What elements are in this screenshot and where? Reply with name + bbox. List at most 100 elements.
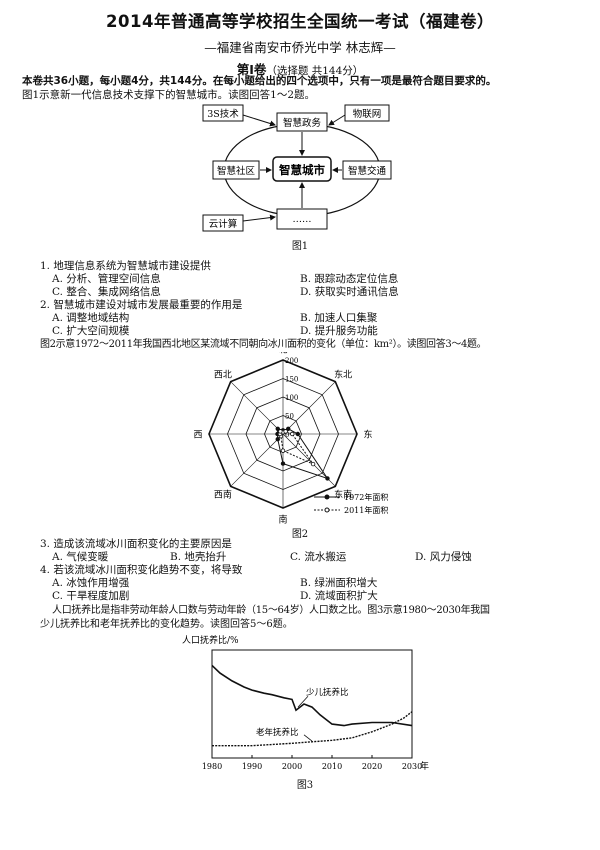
legend-label: 2011年面积 [344,505,388,515]
radar-spoke [230,433,284,487]
radar-point [275,426,280,431]
fig2-radar: 北东北东东南南 西南 西 西北 200 150 100 50 0 1972年面积 2011年面积 [193,352,388,525]
q4-option-c: C. 干旱程度加剧 [52,590,130,602]
fig1-box-traffic [342,160,392,180]
radar-tick-label: 50 [285,413,294,421]
fig1-box-cloud [202,214,244,232]
radar-point [325,476,330,481]
fig1-label-traffic: 智慧交通 [348,165,387,177]
radar-spoke [230,381,284,435]
q3-option-b: B. 地壳抬升 [170,551,227,563]
radar-point [295,431,300,437]
q2-option-b: B. 加速人口集聚 [300,312,378,324]
radar-point [280,448,286,453]
section-note: （选择题 共144分） [266,65,364,77]
radar-direction-label: 东南 [334,489,352,501]
exam-subtitle: —福建省南安市侨光中学 林志辉— [204,40,396,55]
fig1-intro: 图1示意新一代信息技术支撑下的智慧城市。读图回答1～2题。 [22,89,316,101]
fig1-box-center [272,156,332,182]
fig1-label-center: 智慧城市 [279,163,325,177]
fig1-caption: 图1 [291,241,309,252]
legend-marker [324,507,330,513]
annotation-elderly-pointer [303,734,313,742]
radar-tick-label: 200 [285,357,298,365]
exam-title: 2014年普通高等学校招生全国统一考试（福建卷） [106,12,494,31]
fig1-label-more: …… [293,214,312,225]
fig1-label-cloud: 云计算 [209,218,238,230]
q3-option-c: C. 流水搬运 [290,551,347,563]
child-dependency-line [211,664,413,727]
fig2-caption: 图2 [291,529,309,540]
q4-option-a: A. 冰蚀作用增强 [52,577,130,589]
fig1-box-3s [202,104,244,122]
q3-option-a: A. 气候变暖 [52,551,109,563]
q4-option-b: B. 绿洲面积增大 [300,577,378,589]
radar-point [286,426,291,431]
annotation-child-pointer [297,696,309,708]
radar-direction-label: 东 [363,429,372,441]
q1-stem: 1. 地理信息系统为智慧城市建设提供 [40,260,211,272]
legend-marker [324,494,330,500]
fig1-arrow-tr [328,114,346,126]
elderly-dependency-line [212,711,413,747]
x-tick-label: 1980 [202,762,222,771]
x-tick-label: 1990 [242,762,262,771]
fig1-box-more [276,208,328,230]
fig1-box-gov [276,112,328,132]
fig1-diagram: 3S技术 物联网 智慧政务 智慧社区 智慧交通 智慧城市 …… 云计算 [202,104,392,232]
q2-option-d: D. 提升服务功能 [300,325,378,337]
q1-option-b: B. 跟踪动态定位信息 [300,273,399,285]
radar-point [310,461,316,467]
plot-frame [211,649,413,759]
annotation-child: 少儿抚养比 [306,687,349,698]
fig1-box-community [212,160,260,180]
fig3-line-chart: 人口抚养比/% 1980 1990 2000 2010 2020 2030年 少儿抚养比老年抚… [182,634,429,772]
section-label: 第Ⅰ卷 [236,62,267,77]
x-tick-label: 2020 [362,762,382,771]
radar-point [275,437,280,442]
q3-stem: 3. 造成该流域冰川面积变化的主要原因是 [40,538,232,550]
radar-tick-label: 100 [285,394,298,402]
section-heading: 第Ⅰ卷（选择题 共144分） [0,59,600,78]
q3-option-d: D. 风力侵蚀 [415,551,472,563]
q4-option-d: D. 流域面积扩大 [300,590,378,602]
radar-direction-label: 西北 [214,369,232,380]
x-tick-label: 2030 [402,762,422,771]
radar-tick-label: 150 [285,376,298,384]
radar-tick-label: 0 [285,431,289,439]
q1-option-c: C. 整合、集成网络信息 [52,286,161,298]
x-tick-label: 2010 [322,762,342,771]
radar-spoke [282,381,336,435]
fig3-caption: 图3 [296,780,314,791]
fig1-arrow-tl [242,114,276,127]
radar-direction-label: 西 [193,430,202,441]
radar-point [278,429,283,434]
q2-option-c: C. 扩大空间规模 [52,325,130,337]
radar-point [280,461,286,466]
fig3-intro-line1: 人口抚养比是指非劳动年龄人口数与劳动年龄（15～64岁）人口数之比。图3示意19… [52,605,490,616]
legend-label: 1972年面积 [344,492,388,502]
fig3-ylabel: 人口抚养比/% [182,634,239,646]
fig1-box-iot [344,104,390,122]
x-tick-label: 2000 [282,762,302,771]
radar-direction-label: 东北 [334,368,352,380]
radar-direction-label: 北 [278,352,287,356]
q4-stem: 4. 若该流域冰川面积变化趋势不变，将导致 [40,564,243,576]
fig2-intro: 图2示意1972～2011年我国西北地区某流域不同朝向冰川面积的变化（单位：km… [40,339,487,350]
radar-point [290,431,295,437]
q1-option-a: A. 分析、管理空间信息 [52,273,161,285]
fig1-label-3s: 3S技术 [207,108,239,120]
annotation-elderly: 老年抚养比 [256,727,299,738]
q2-stem: 2. 智慧城市建设对城市发展最重要的作用是 [40,299,243,311]
fig3-xlabel: 年 [420,760,429,772]
fig1-label-gov: 智慧政务 [283,117,322,129]
fig1-arrow-bl [242,214,276,222]
radar-direction-label: 南 [278,514,287,525]
radar-direction-label: 西南 [214,489,232,501]
fig1-label-community: 智慧社区 [217,165,256,177]
q2-option-a: A. 调整地域结构 [52,312,130,324]
instructions: 本卷共36小题，每小题4分，共144分。在每小题给出的四个选项中，只有一项是最符… [22,75,497,87]
fig3-intro-line2: 少儿抚养比和老年抚养比的变化趋势。读图回答5～6题。 [40,619,293,630]
radar-point [283,429,288,434]
q1-option-d: D. 获取实时通讯信息 [300,286,399,298]
